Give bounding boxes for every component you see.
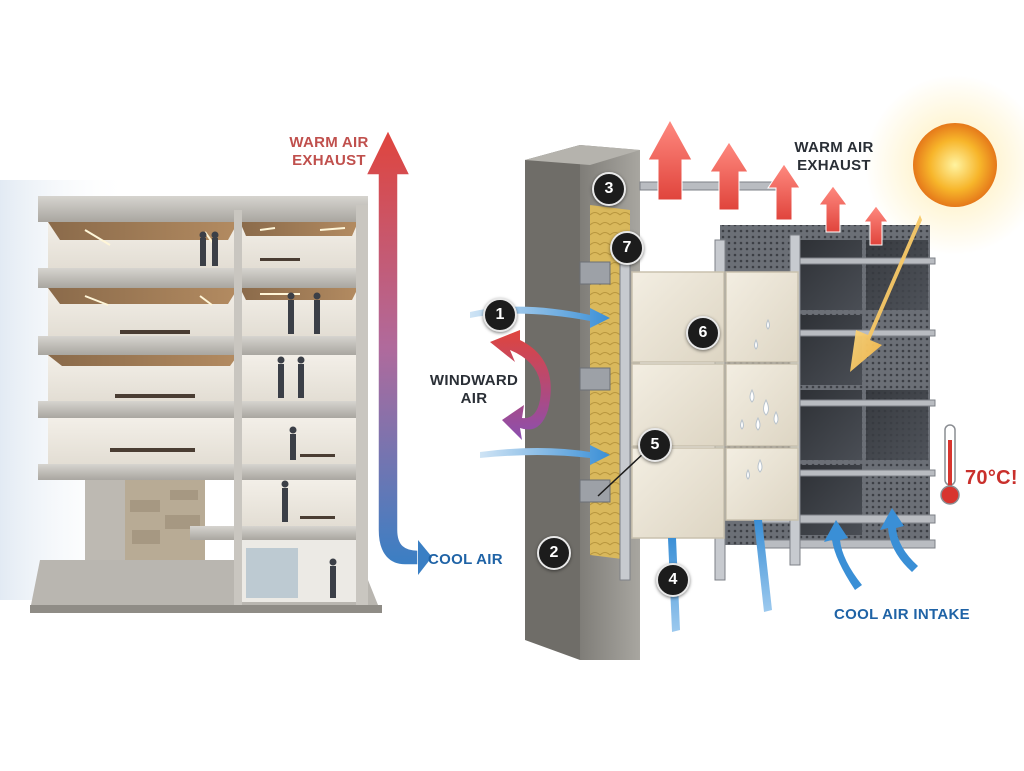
callout-4: 4 <box>656 563 690 597</box>
left-warm-air-label: WARM AIR EXHAUST <box>284 134 374 170</box>
callout-5: 5 <box>638 428 672 462</box>
windward-line2: AIR <box>460 390 488 407</box>
conference-tables <box>110 258 335 519</box>
columns <box>85 205 368 605</box>
wood-ceilings <box>48 222 358 366</box>
right-warm-air-label: WARM AIR EXHAUST <box>788 139 880 175</box>
right-warm-air-line1: WARM AIR <box>794 139 874 156</box>
concrete-wall <box>525 145 580 660</box>
left-warm-air-line1: WARM AIR <box>289 134 369 151</box>
light-cladding-panels <box>631 271 799 539</box>
people-figures <box>199 231 337 598</box>
concrete-wall-top <box>525 145 640 165</box>
callout-1: 1 <box>483 298 517 332</box>
thermometer-icon <box>940 424 960 505</box>
chimney-airflow-arrow <box>364 128 419 566</box>
callout-3: 3 <box>592 172 626 206</box>
left-cool-air-label: COOL AIR <box>428 551 503 568</box>
cool-intake-arrows <box>824 508 918 590</box>
windward-line1: WINDWARD <box>429 372 519 389</box>
cool-air-arrowhead <box>418 540 432 575</box>
solar-radiation-arrow <box>850 215 922 372</box>
callout-2: 2 <box>537 536 571 570</box>
sun <box>913 123 997 207</box>
cool-air-intake-label: COOL AIR INTAKE <box>834 606 970 623</box>
ground-edge <box>30 605 382 613</box>
windward-air-label: WINDWARD AIR <box>424 372 524 408</box>
water-droplets <box>740 318 779 480</box>
temperature-label: 70°C! <box>965 467 1018 489</box>
wall-brackets <box>579 261 611 503</box>
right-warm-air-line2: EXHAUST <box>797 157 871 174</box>
warm-exhaust-arrows <box>647 118 889 246</box>
callout-5-leader <box>597 451 646 497</box>
callout-6: 6 <box>686 316 720 350</box>
windward-air-arrow <box>490 330 551 440</box>
left-warm-air-line2: EXHAUST <box>292 152 366 169</box>
floor-slabs <box>38 196 368 540</box>
callout-7: 7 <box>610 231 644 265</box>
